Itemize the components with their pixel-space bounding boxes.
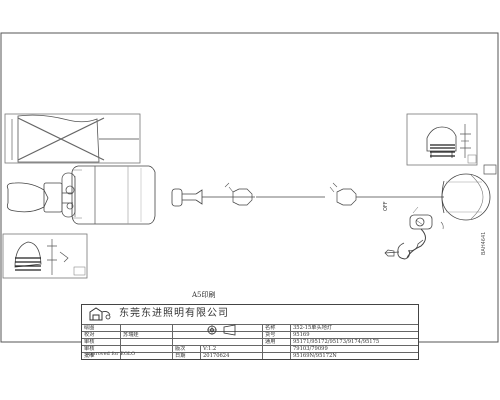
title-row-5: 批准 日期 20170624 95169N/95172N	[82, 352, 418, 359]
row5-left-value	[120, 353, 172, 359]
title-row-4: 审核 版次 V:1.2 79103/79099	[82, 345, 418, 352]
projection-symbol	[207, 324, 236, 336]
row1-right-value: 352-15单头地灯	[290, 325, 418, 331]
title-row-3: 审核 通用 95171/95172/95173/9174/95175	[82, 338, 418, 345]
row3-left-value	[120, 339, 172, 345]
row4-left-label: 审核	[84, 346, 95, 352]
row2-mid-empty	[172, 332, 262, 338]
lamp-shade	[71, 165, 156, 225]
row1-left-value	[120, 325, 172, 331]
row5-mid-label: 日期	[172, 353, 200, 359]
row3-left-label: 审核	[84, 339, 95, 345]
approved-note: approved for EGLO	[86, 351, 136, 357]
row1-left-label: 绘图	[84, 325, 95, 331]
row4-mid-value: V:1.2	[200, 346, 262, 352]
company-name: 东莞东进照明有限公司	[119, 308, 229, 319]
row3-mid-empty	[172, 339, 262, 345]
top-right-bulb-detail	[406, 113, 497, 175]
switch-and-plug	[384, 206, 444, 260]
floor-base	[441, 173, 491, 221]
row1-mid-empty	[172, 325, 262, 331]
row5-mid-value: 20170624	[200, 353, 262, 359]
row2-left-value: 苏瑞娃	[120, 332, 172, 338]
bottom-left-bulb-detail	[2, 233, 88, 279]
title-row-1: 绘图 名称 352-15单头地灯	[82, 324, 418, 331]
company-logo	[89, 307, 111, 321]
row4-right-label	[262, 346, 290, 352]
row3-right-value: 95171/95172/95173/9174/95175	[290, 339, 418, 345]
print-size-note: A5印刷	[192, 291, 216, 299]
title-row-2: 校对 苏瑞娃 货号 95169	[82, 331, 418, 338]
row4-left-value	[120, 346, 172, 352]
row4-right-value: 79103/79099	[290, 346, 418, 352]
row2-right-value: 95169	[290, 332, 418, 338]
row2-right-label: 货号	[262, 332, 290, 338]
bulb-socket-assembly	[6, 172, 76, 218]
title-block: 东莞东进照明有限公司 绘图 名称 352-15单头地灯 校对 苏瑞娃 货号 95…	[81, 304, 419, 360]
prohibited-shade-detail	[4, 113, 141, 164]
row2-left-label: 校对	[84, 332, 95, 338]
row1-right-label: 名称	[262, 325, 290, 331]
row4-mid-label: 版次	[172, 346, 200, 352]
row5-right-value: 95169N/95172N	[290, 353, 418, 359]
pole-and-connectors	[171, 182, 444, 207]
switch-label: OFF	[383, 201, 389, 211]
row5-right-label	[262, 353, 290, 359]
row5-left-label: 批准	[84, 353, 95, 359]
row3-right-label: 通用	[262, 339, 290, 345]
